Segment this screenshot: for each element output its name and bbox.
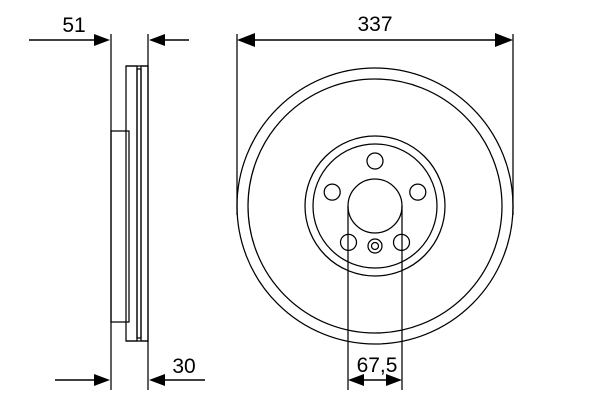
dimension-51: 51 — [29, 14, 110, 46]
hat-outer-circle — [304, 135, 446, 277]
arrow-head-30-left — [94, 374, 110, 386]
bolt-hole-5 — [323, 183, 341, 201]
dimension-label-67-5: 67,5 — [357, 354, 398, 377]
dimension-label-51: 51 — [62, 14, 85, 37]
outer-disc-edge-circle — [236, 67, 514, 345]
front-view: 337 67,5 — [236, 13, 514, 390]
arrow-head-337-left — [237, 33, 255, 47]
arrow-head-51 — [94, 34, 110, 46]
friction-ring-inner-circle — [247, 78, 503, 334]
dimension-label-30: 30 — [172, 355, 195, 378]
dimension-67-5: 67,5 — [348, 354, 402, 386]
side-section-view: 51 30 — [29, 14, 205, 390]
dimension-337: 337 — [237, 13, 513, 47]
dimension-label-337: 337 — [357, 13, 392, 36]
hat-wall-profile — [110, 130, 130, 323]
arrow-head-337-right — [495, 33, 513, 47]
arrow-head-51-right — [149, 34, 165, 46]
arrow-head-67-5-right — [386, 374, 402, 386]
hat-inner-circle — [312, 143, 438, 269]
dimension-30: 30 — [55, 355, 205, 386]
outboard-friction-plate — [140, 65, 149, 342]
bolt-hole-2 — [409, 183, 427, 201]
dimension-51-right-tick — [149, 34, 189, 46]
arrow-head-67-5-left — [348, 374, 364, 386]
pilot-hole-inner — [370, 241, 380, 251]
pilot-hole-outer — [367, 238, 383, 254]
bolt-hole-1 — [366, 152, 384, 170]
inboard-friction-plate — [125, 65, 138, 342]
disc-cross-section-profile — [110, 65, 149, 342]
centre-bore-circle — [347, 178, 403, 234]
arrow-head-30-right — [149, 374, 165, 386]
